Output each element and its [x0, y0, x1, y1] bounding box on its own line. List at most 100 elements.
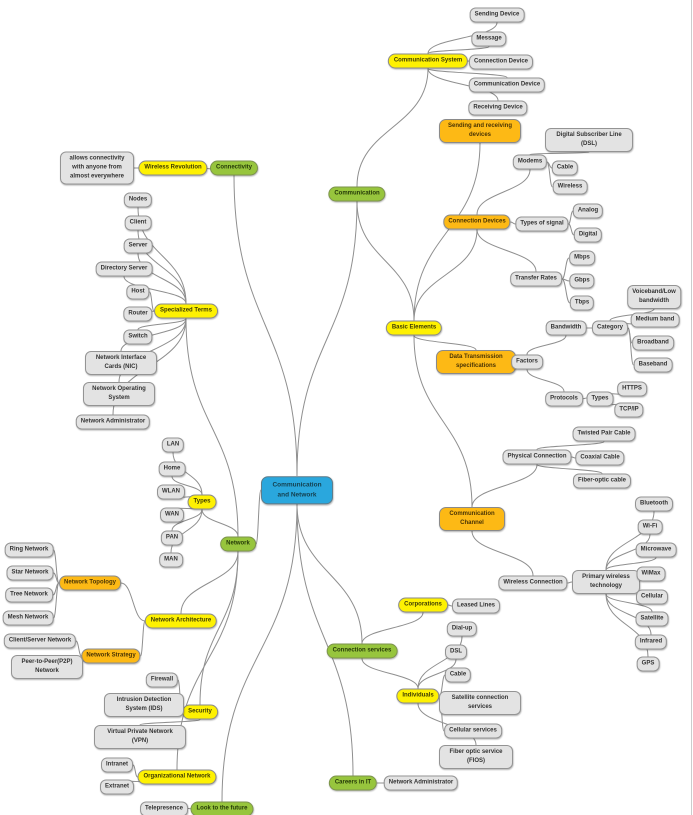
- node-data-transmission-specs[interactable]: Data Transmission specifications: [436, 350, 516, 374]
- node-satellite-connection-services[interactable]: Satellite connection services: [439, 691, 521, 715]
- node-leased-lines[interactable]: Leased Lines: [451, 598, 501, 614]
- node-coaxial-cable[interactable]: Coaxial Cable: [575, 450, 625, 466]
- node-protocol-types[interactable]: Types: [586, 391, 614, 407]
- node-careers-in-it[interactable]: Careers in IT: [328, 775, 378, 791]
- node-cellular-services[interactable]: Cellular services: [444, 723, 502, 739]
- node-bandwidth[interactable]: Bandwidth: [545, 320, 587, 336]
- node-fiber-optic-cable[interactable]: Fiber-optic cable: [572, 473, 632, 489]
- node-connectivity[interactable]: Connectivity: [209, 160, 259, 176]
- node-extranet[interactable]: Extranet: [99, 779, 135, 795]
- node-sending-receiving-devices[interactable]: Sending and receiving devices: [439, 119, 521, 143]
- node-nic[interactable]: Network Interface Cards (NIC): [85, 351, 157, 375]
- node-types-of-signal[interactable]: Types of signal: [515, 216, 569, 232]
- node-voiceband-low-bandwidth[interactable]: Voiceband/Low bandwidth: [627, 285, 681, 309]
- node-network-administrator-term[interactable]: Network Administrator: [75, 414, 151, 430]
- node-individuals[interactable]: Individuals: [396, 688, 440, 704]
- node-organizational-network[interactable]: Organizational Network: [137, 769, 217, 785]
- node-analog[interactable]: Analog: [572, 203, 604, 219]
- node-client[interactable]: Client: [124, 215, 152, 231]
- node-broadband[interactable]: Broadband: [632, 335, 674, 351]
- node-star-network[interactable]: Star Network: [6, 565, 54, 581]
- node-medium-band[interactable]: Medium band: [630, 312, 680, 328]
- node-twisted-pair-cable[interactable]: Twisted Pair Cable: [572, 426, 636, 442]
- node-wimax[interactable]: WiMax: [636, 566, 666, 582]
- node-network-strategy[interactable]: Network Strategy: [81, 648, 141, 664]
- node-fios[interactable]: Fiber optic service (FIOS): [439, 745, 513, 769]
- node-nodes[interactable]: Nodes: [123, 192, 153, 208]
- node-telepresence[interactable]: Telepresence: [140, 801, 188, 815]
- node-infrared[interactable]: Infrared: [634, 634, 668, 650]
- node-digital[interactable]: Digital: [573, 227, 603, 243]
- node-ids[interactable]: Intrusion Detection System (IDS): [104, 693, 184, 717]
- node-wireless-connection[interactable]: Wireless Connection: [498, 575, 568, 591]
- node-lan[interactable]: LAN: [161, 437, 185, 453]
- node-gps[interactable]: GPS: [636, 656, 660, 672]
- node-connection-device[interactable]: Connection Device: [468, 54, 534, 70]
- node-communication[interactable]: Communication: [328, 186, 386, 202]
- node-communication-system[interactable]: Communication System: [387, 53, 469, 69]
- node-network-types[interactable]: Types: [187, 494, 217, 510]
- node-wireless-modem[interactable]: Wireless: [552, 179, 588, 195]
- node-network-operating-system[interactable]: Network Operating System: [83, 382, 155, 406]
- node-communication-device[interactable]: Communication Device: [468, 77, 546, 93]
- node-host[interactable]: Host: [126, 284, 150, 300]
- node-network-architecture[interactable]: Network Architecture: [144, 613, 218, 629]
- node-basic-elements[interactable]: Basic Elements: [385, 320, 443, 336]
- node-corporations[interactable]: Corporations: [398, 597, 448, 613]
- node-tcp-ip[interactable]: TCP/IP: [614, 402, 644, 418]
- node-physical-connection[interactable]: Physical Connection: [502, 449, 572, 465]
- node-tree-network[interactable]: Tree Network: [5, 587, 53, 603]
- node-p2p-network[interactable]: Peer-to-Peer(P2P) Network: [11, 655, 83, 679]
- node-category[interactable]: Category: [591, 320, 629, 336]
- node-protocols[interactable]: Protocols: [545, 391, 583, 407]
- node-cable-modem[interactable]: Cable: [551, 160, 579, 176]
- node-pan[interactable]: PAN: [160, 530, 184, 546]
- node-router[interactable]: Router: [123, 306, 153, 322]
- node-connectivity-note[interactable]: allows connectivity with anyone from alm…: [60, 151, 134, 185]
- node-intranet[interactable]: Intranet: [100, 757, 134, 773]
- node-directory-server[interactable]: Directory Server: [95, 261, 153, 277]
- node-transfer-rates[interactable]: Transfer Rates: [510, 271, 562, 287]
- node-satellite[interactable]: Satellite: [635, 611, 669, 627]
- node-message[interactable]: Message: [471, 31, 507, 47]
- node-tbps[interactable]: Tbps: [569, 295, 595, 311]
- node-sending-device[interactable]: Sending Device: [469, 7, 525, 23]
- node-gbps[interactable]: Gbps: [569, 273, 595, 289]
- node-primary-wireless-technology[interactable]: Primary wireless technology: [572, 570, 640, 594]
- node-security[interactable]: Security: [182, 704, 218, 720]
- node-network-administrator[interactable]: Network Administrator: [383, 775, 459, 791]
- node-bluetooth[interactable]: Bluetooth: [635, 496, 673, 512]
- node-dsl-service[interactable]: DSL: [445, 644, 467, 660]
- node-mbps[interactable]: Mbps: [569, 250, 595, 266]
- node-communication-channel[interactable]: Communication Channel: [439, 507, 505, 531]
- node-specialized-terms[interactable]: Specialized Terms: [154, 303, 218, 319]
- node-man[interactable]: MAN: [159, 552, 183, 568]
- node-mesh-network[interactable]: Mesh Network: [2, 610, 54, 626]
- node-modems[interactable]: Modems: [512, 154, 548, 170]
- node-wlan[interactable]: WLAN: [157, 484, 185, 500]
- node-wan[interactable]: WAN: [160, 507, 184, 523]
- node-client-server-network[interactable]: Client/Server Network: [3, 633, 77, 649]
- node-firewall[interactable]: Firewall: [145, 672, 179, 688]
- node-home[interactable]: Home: [158, 461, 186, 477]
- node-microwave[interactable]: Microwave: [635, 542, 677, 558]
- node-dial-up[interactable]: Dial-up: [446, 621, 478, 637]
- node-wi-fi[interactable]: Wi-Fi: [637, 519, 663, 535]
- node-connection-devices[interactable]: Connection Devices: [443, 214, 511, 230]
- node-network[interactable]: Network: [220, 536, 256, 552]
- node-dsl-modem[interactable]: Digital Subscriber Line (DSL): [545, 128, 633, 152]
- node-https[interactable]: HTTPS: [617, 381, 647, 397]
- node-network-topology[interactable]: Network Topology: [59, 575, 121, 591]
- node-wireless-revolution[interactable]: Wireless Revolution: [138, 160, 208, 176]
- node-cellular[interactable]: Cellular: [635, 589, 669, 605]
- node-vpn[interactable]: Virtual Private Network (VPN): [94, 725, 186, 749]
- node-baseband[interactable]: Baseband: [633, 357, 673, 373]
- node-connection-services[interactable]: Connection services: [326, 643, 398, 659]
- node-center[interactable]: Communication and Network: [261, 476, 333, 504]
- node-factors[interactable]: Factors: [511, 354, 543, 370]
- node-ring-network[interactable]: Ring Network: [4, 542, 54, 558]
- node-switch[interactable]: Switch: [123, 329, 153, 345]
- node-server[interactable]: Server: [123, 238, 153, 254]
- node-cable-service[interactable]: Cable: [444, 667, 472, 683]
- node-receiving-device[interactable]: Receiving Device: [468, 100, 528, 116]
